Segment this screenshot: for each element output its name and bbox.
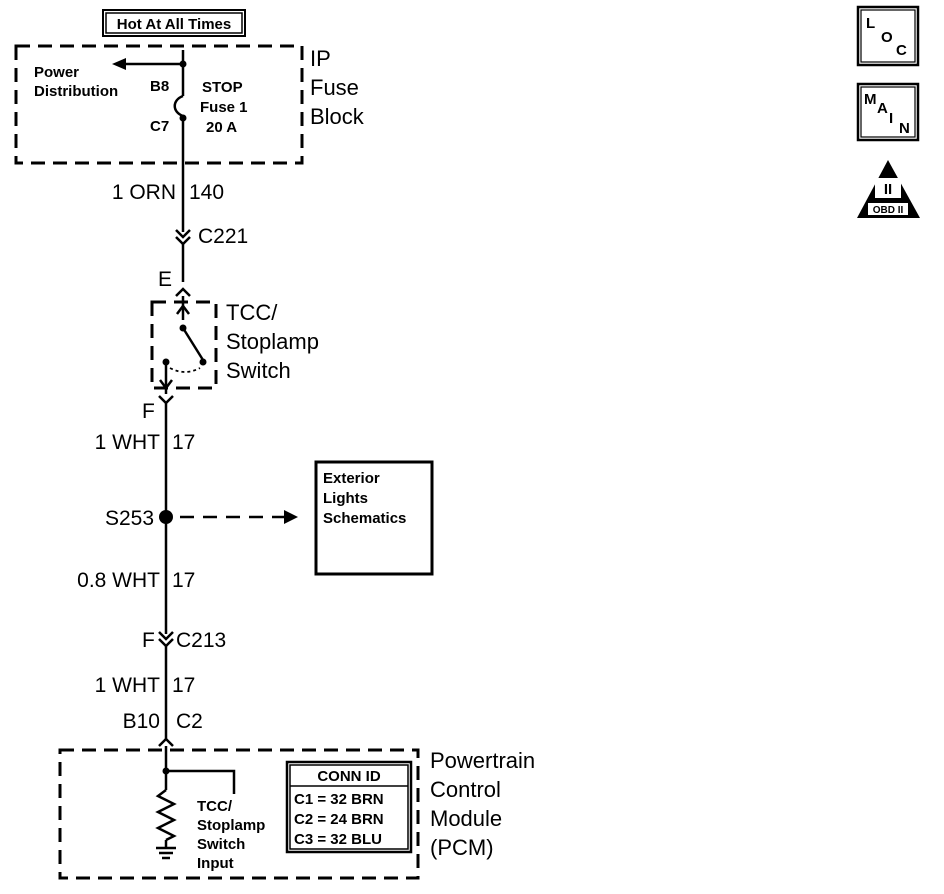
exterior-link-arrow xyxy=(180,510,298,524)
exterior-lights-label-3: Schematics xyxy=(323,510,406,527)
tcc-switch-symbol xyxy=(159,296,207,394)
fuse-pin-c7: C7 xyxy=(150,118,169,135)
pcm-input-circuit xyxy=(155,746,236,860)
power-distribution-arrow xyxy=(112,58,183,70)
stop-fuse-symbol xyxy=(173,50,187,122)
exterior-lights-label-1: Exterior xyxy=(323,470,380,487)
switch-pin-f-symbol xyxy=(158,395,174,512)
wire3-color: 0.8 WHT xyxy=(77,569,160,592)
c213-connector-symbol xyxy=(158,631,174,740)
fuse-block-title-1: IP xyxy=(310,46,331,71)
fuse-label-1: STOP xyxy=(202,79,243,96)
c221-connector-symbol xyxy=(175,229,191,297)
splice-s253-label: S253 xyxy=(105,507,154,530)
c221-label: C221 xyxy=(198,225,248,248)
wire3-circuit: 17 xyxy=(172,569,195,592)
pcm-input-label-2: Stoplamp xyxy=(197,817,265,834)
svg-text:O: O xyxy=(881,29,893,46)
wire2-circuit: 17 xyxy=(172,431,195,454)
svg-text:C: C xyxy=(896,42,907,59)
conn-id-row-1: C1 = 32 BRN xyxy=(294,791,384,808)
power-distribution-label-1: Power xyxy=(34,64,79,81)
pcm-connector-symbol xyxy=(158,737,174,747)
c213-label: C213 xyxy=(176,629,226,652)
ip-fuse-block-outline xyxy=(14,44,304,165)
main-icon[interactable]: M A I N xyxy=(856,82,920,142)
svg-text:L: L xyxy=(866,15,875,32)
fuse-block-title-2: Fuse xyxy=(310,75,359,100)
pcm-input-label-3: Switch xyxy=(197,836,245,853)
switch-pin-f: F xyxy=(142,400,155,423)
pcm-input-label-4: Input xyxy=(197,855,234,872)
pcm-title-2: Control xyxy=(430,777,501,802)
conn-id-row-2: C2 = 24 BRN xyxy=(294,811,384,828)
pcm-input-label-1: TCC/ xyxy=(197,798,233,815)
c221-pin-e: E xyxy=(158,268,172,291)
pcm-pin-b10: B10 xyxy=(123,710,160,733)
conn-id-table: CONN ID C1 = 32 BRN C2 = 24 BRN C3 = 32 … xyxy=(285,760,413,854)
conn-id-header: CONN ID xyxy=(317,768,381,785)
switch-label-2: Stoplamp xyxy=(226,329,319,354)
loc-icon[interactable]: L O C xyxy=(856,5,920,67)
svg-text:M: M xyxy=(864,91,877,108)
pcm-conn-c2: C2 xyxy=(176,710,203,733)
switch-label-1: TCC/ xyxy=(226,300,278,325)
exterior-lights-label-2: Lights xyxy=(323,490,368,507)
wire4-color: 1 WHT xyxy=(95,674,161,697)
fuse-label-2: Fuse 1 xyxy=(200,99,248,116)
wire4-circuit: 17 xyxy=(172,674,195,697)
pcm-title-4: (PCM) xyxy=(430,835,494,860)
fuse-label-3: 20 A xyxy=(206,119,237,136)
wire2-color: 1 WHT xyxy=(95,431,161,454)
pcm-title-1: Powertrain xyxy=(430,748,535,773)
wire-140-color: 1 ORN xyxy=(112,181,176,204)
svg-text:N: N xyxy=(899,120,910,137)
exterior-lights-box[interactable] xyxy=(314,460,434,576)
switch-label-3: Switch xyxy=(226,358,291,383)
wire-140-circuit: 140 xyxy=(189,181,224,204)
pcm-outline xyxy=(58,748,420,880)
fuse-block-title-3: Block xyxy=(310,104,365,129)
power-distribution-label-2: Distribution xyxy=(34,83,118,100)
svg-text:I: I xyxy=(889,110,893,127)
c213-pin-f: F xyxy=(142,629,155,652)
hot-at-all-times-label: Hot At All Times xyxy=(102,9,246,37)
fuse-pin-b8: B8 xyxy=(150,78,169,95)
pcm-title-3: Module xyxy=(430,806,502,831)
svg-text:A: A xyxy=(877,100,888,117)
conn-id-row-3: C3 = 32 BLU xyxy=(294,831,382,848)
svg-text:II: II xyxy=(884,181,892,198)
svg-text:Hot At All Times: Hot At All Times xyxy=(117,16,231,33)
obd-ii-icon[interactable]: II OBD II xyxy=(857,160,920,218)
svg-text:OBD II: OBD II xyxy=(873,205,904,216)
